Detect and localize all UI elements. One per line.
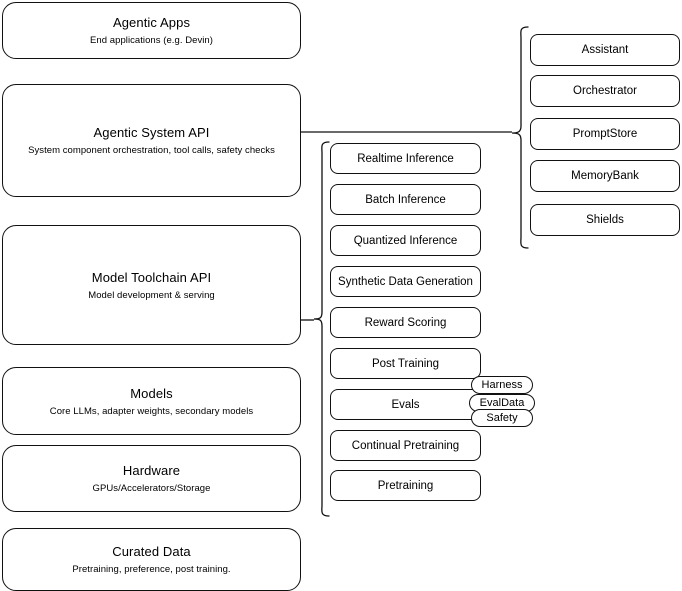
component-promptstore[interactable]: PromptStore <box>530 118 680 150</box>
layer-subtitle: End applications (e.g. Devin) <box>90 35 213 46</box>
component-label: Shields <box>586 214 624 226</box>
component-label: Synthetic Data Generation <box>338 275 473 288</box>
component-label: Realtime Inference <box>357 152 454 165</box>
component-reward-scoring[interactable]: Reward Scoring <box>330 307 481 338</box>
layer-title: Agentic Apps <box>112 15 191 30</box>
layer-subtitle: System component orchestration, tool cal… <box>28 145 275 156</box>
component-label: Continual Pretraining <box>351 439 460 452</box>
badge-label: Harness <box>481 379 523 391</box>
component-synthetic-data-generation[interactable]: Synthetic Data Generation <box>330 266 481 297</box>
component-label: PromptStore <box>572 128 638 140</box>
component-post-training[interactable]: Post Training <box>330 348 481 379</box>
component-label: Batch Inference <box>365 193 446 206</box>
layer-title: Hardware <box>122 463 181 478</box>
layer-models[interactable]: Models Core LLMs, adapter weights, secon… <box>2 367 301 435</box>
layer-agentic-system-api[interactable]: Agentic System API System component orch… <box>2 84 301 197</box>
component-label: MemoryBank <box>571 170 639 182</box>
layer-agentic-apps[interactable]: Agentic Apps End applications (e.g. Devi… <box>2 2 301 59</box>
component-label: Pretraining <box>377 479 434 492</box>
component-pretraining[interactable]: Pretraining <box>330 470 481 501</box>
component-continual-pretraining[interactable]: Continual Pretraining <box>330 430 481 461</box>
badge-label: Safety <box>486 412 518 424</box>
layer-subtitle: Pretraining, preference, post training. <box>72 564 231 575</box>
layer-title: Model Toolchain API <box>91 269 212 285</box>
component-label: Assistant <box>581 44 629 56</box>
component-memorybank[interactable]: MemoryBank <box>530 160 680 192</box>
component-label: Quantized Inference <box>353 234 458 247</box>
badge-safety[interactable]: Safety <box>471 409 533 427</box>
layer-model-toolchain-api[interactable]: Model Toolchain API Model development & … <box>2 225 301 345</box>
component-shields[interactable]: Shields <box>530 204 680 236</box>
component-label: Evals <box>391 398 420 411</box>
badge-harness[interactable]: Harness <box>471 376 533 394</box>
badge-label: EvalData <box>479 397 525 409</box>
layer-subtitle: GPUs/Accelerators/Storage <box>92 483 211 494</box>
layer-title: Models <box>130 385 173 401</box>
layer-title: Agentic System API <box>93 125 210 140</box>
layer-hardware[interactable]: Hardware GPUs/Accelerators/Storage <box>2 445 301 512</box>
component-quantized-inference[interactable]: Quantized Inference <box>330 225 481 256</box>
layer-subtitle: Model development & serving <box>88 289 215 301</box>
component-label: Post Training <box>371 357 440 370</box>
component-realtime-inference[interactable]: Realtime Inference <box>330 143 481 174</box>
component-label: Reward Scoring <box>364 316 447 329</box>
component-evals[interactable]: Evals <box>330 389 481 420</box>
component-batch-inference[interactable]: Batch Inference <box>330 184 481 215</box>
layer-curated-data[interactable]: Curated Data Pretraining, preference, po… <box>2 528 301 591</box>
component-assistant[interactable]: Assistant <box>530 34 680 66</box>
component-orchestrator[interactable]: Orchestrator <box>530 75 680 107</box>
component-label: Orchestrator <box>573 85 637 97</box>
layer-subtitle: Core LLMs, adapter weights, secondary mo… <box>49 405 254 417</box>
layer-title: Curated Data <box>112 544 191 559</box>
